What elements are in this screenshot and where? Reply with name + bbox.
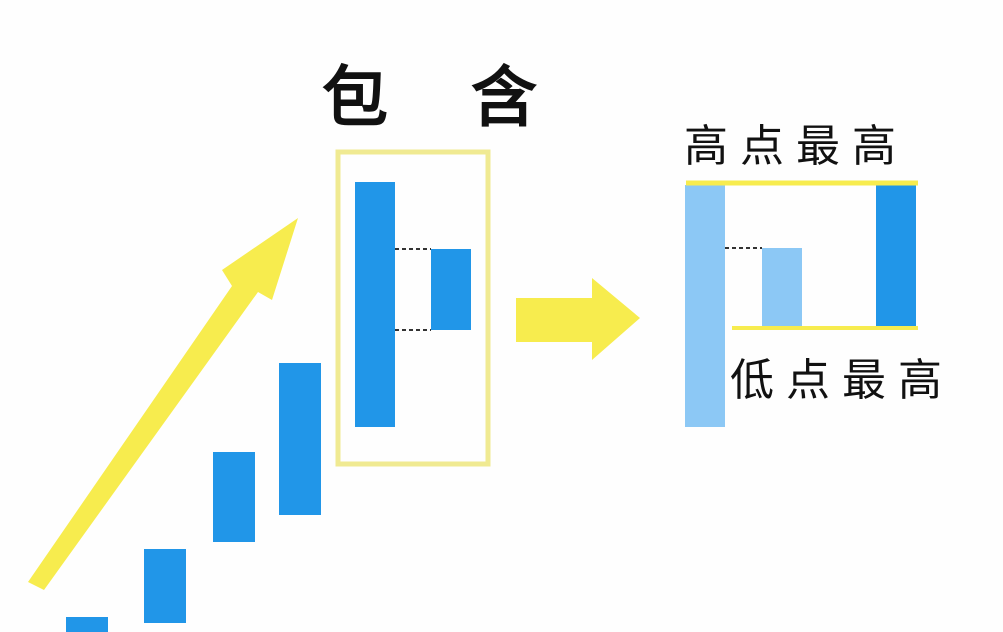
inner-candle — [431, 249, 471, 330]
candle-1 — [66, 617, 108, 632]
label-low-point-highest: 低点最高 — [730, 355, 954, 406]
candle-3 — [213, 452, 255, 542]
label-high-point-highest: 高点最高 — [684, 121, 908, 172]
merged-result-candle — [876, 184, 916, 329]
right-arrow — [516, 278, 640, 360]
candle-2 — [144, 549, 186, 623]
containment-box — [335, 149, 491, 467]
candle-4 — [279, 363, 321, 515]
merged-left-candle — [685, 185, 725, 427]
outer-candle — [355, 182, 395, 427]
merged-inner-candle — [762, 248, 802, 329]
title-contain: 包 含 — [322, 59, 567, 136]
uptrend-arrow — [28, 218, 298, 590]
